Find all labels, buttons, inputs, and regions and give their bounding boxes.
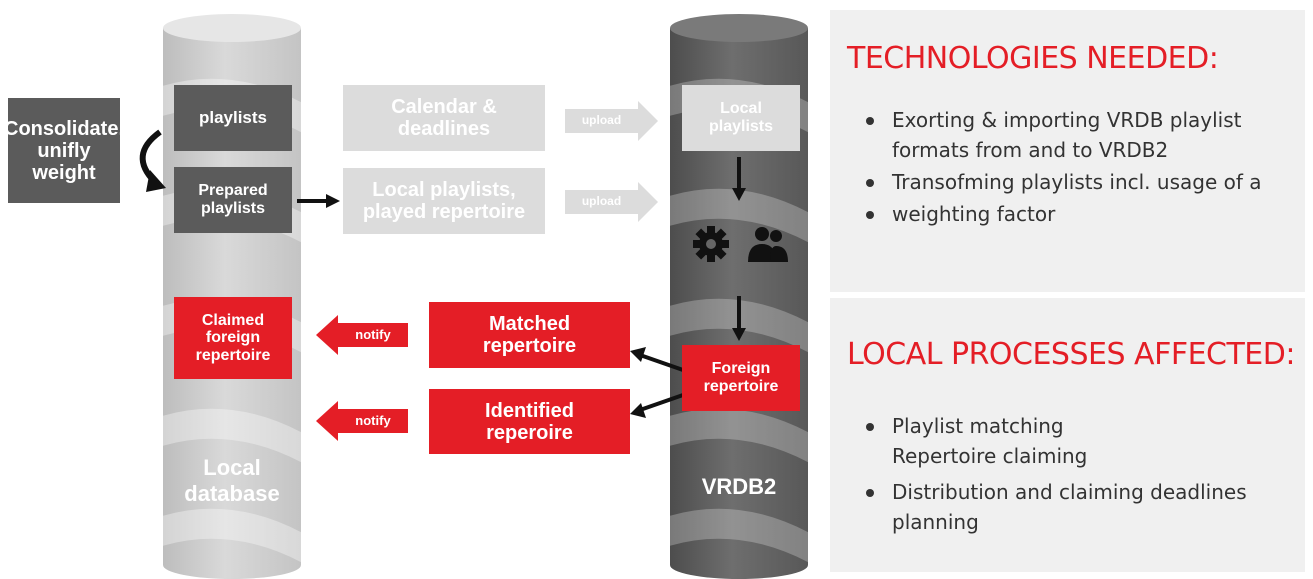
- upload-arrow-1: [565, 101, 658, 141]
- list-item-text: Transofming playlists incl. usage of a: [892, 170, 1262, 194]
- matched-repertoire-box: Matched repertoire: [429, 302, 630, 368]
- calendar-deadlines-box: Calendar & deadlines: [343, 85, 545, 151]
- bullet-icon: [866, 179, 874, 187]
- playlists-box: playlists: [174, 85, 292, 151]
- bullet-icon: [866, 489, 874, 497]
- technologies-panel: TECHNOLOGIES NEEDED: Exorting & importin…: [830, 10, 1305, 292]
- arrow-foreign-to-matched: [639, 353, 684, 372]
- prepared-playlists-box: Prepared playlists: [174, 167, 292, 233]
- bullet-icon: [866, 423, 874, 431]
- gear-icon: [693, 226, 729, 262]
- upload-arrow-2: [565, 182, 658, 222]
- processes-title: LOCAL PROCESSES AFFECTED:: [847, 337, 1295, 372]
- notify-label-1: notify: [355, 326, 391, 342]
- technologies-title: TECHNOLOGIES NEEDED:: [847, 41, 1219, 76]
- notify-label-2: notify: [355, 412, 391, 428]
- notify-arrow-2: [316, 401, 408, 441]
- vrdb2-local-playlists-box: Local playlists: [682, 85, 800, 151]
- list-item-text: Playlist matching: [892, 414, 1064, 438]
- technologies-list: Exorting & importing VRDB playlist forma…: [830, 105, 1305, 229]
- list-item-continuation: planning: [892, 510, 979, 534]
- local-playlists-played-box: Local playlists, played repertoire: [343, 168, 545, 234]
- processes-panel: LOCAL PROCESSES AFFECTED: Playlist match…: [830, 298, 1305, 572]
- identified-repertoire-box: Identified reperoire: [429, 389, 630, 454]
- curved-arrow-head: [146, 170, 166, 192]
- bullet-icon: [866, 211, 874, 219]
- list-item: Playlist matching Repertoire claiming: [830, 411, 1305, 471]
- upload-label-2: upload: [581, 194, 622, 209]
- users-icon: [748, 227, 788, 262]
- list-item-text: weighting factor: [892, 202, 1056, 226]
- vrdb2-label: VRDB2: [701, 474, 777, 499]
- list-item-text: Exorting & importing VRDB playlist: [892, 108, 1242, 132]
- list-item-text: Distribution and claiming deadlines: [892, 480, 1247, 504]
- arrow-foreign-to-identified: [639, 393, 684, 412]
- foreign-repertoire-box: Foreign repertoire: [682, 345, 800, 411]
- claimed-foreign-repertoire-box: Claimed foreign repertoire: [174, 297, 292, 379]
- notify-arrow-1: [316, 315, 408, 355]
- bullet-icon: [866, 117, 874, 125]
- list-item: Exorting & importing VRDB playlist forma…: [830, 105, 1305, 165]
- processes-list: Playlist matching Repertoire claiming Di…: [830, 411, 1305, 537]
- list-item: Transofming playlists incl. usage of a: [830, 167, 1305, 197]
- local-database-label: Local database: [184, 455, 280, 507]
- upload-label-1: upload: [581, 113, 622, 128]
- list-item: Distribution and claiming deadlines plan…: [830, 477, 1305, 537]
- consolidate-box: Consolidate, unifly weight: [4, 98, 124, 203]
- list-item: weighting factor: [830, 199, 1305, 229]
- list-item-continuation: Repertoire claiming: [892, 444, 1088, 468]
- list-item-continuation: formats from and to VRDB2: [892, 138, 1169, 162]
